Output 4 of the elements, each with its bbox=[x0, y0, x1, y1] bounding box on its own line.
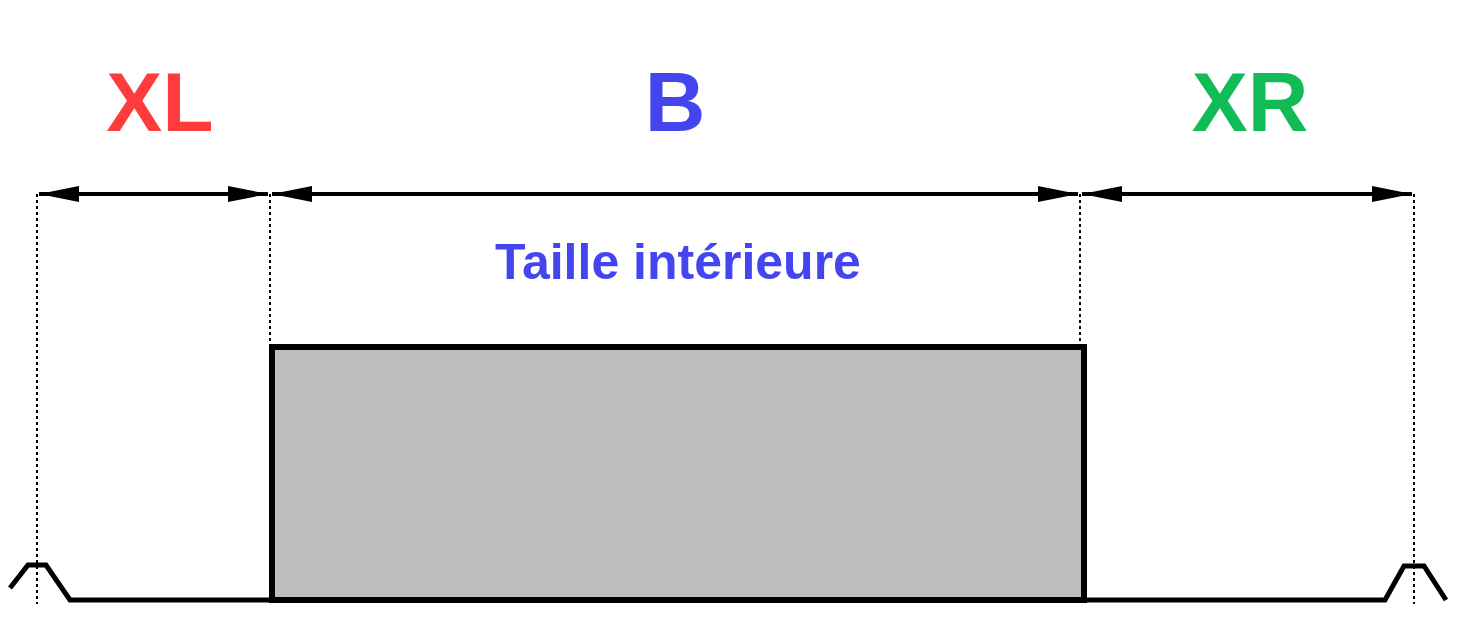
dimension-label: B bbox=[644, 60, 706, 144]
dimension-caption: Taille intérieure bbox=[495, 237, 861, 287]
dimension-label: XL bbox=[106, 60, 214, 144]
dimension-label: XR bbox=[1191, 60, 1309, 144]
